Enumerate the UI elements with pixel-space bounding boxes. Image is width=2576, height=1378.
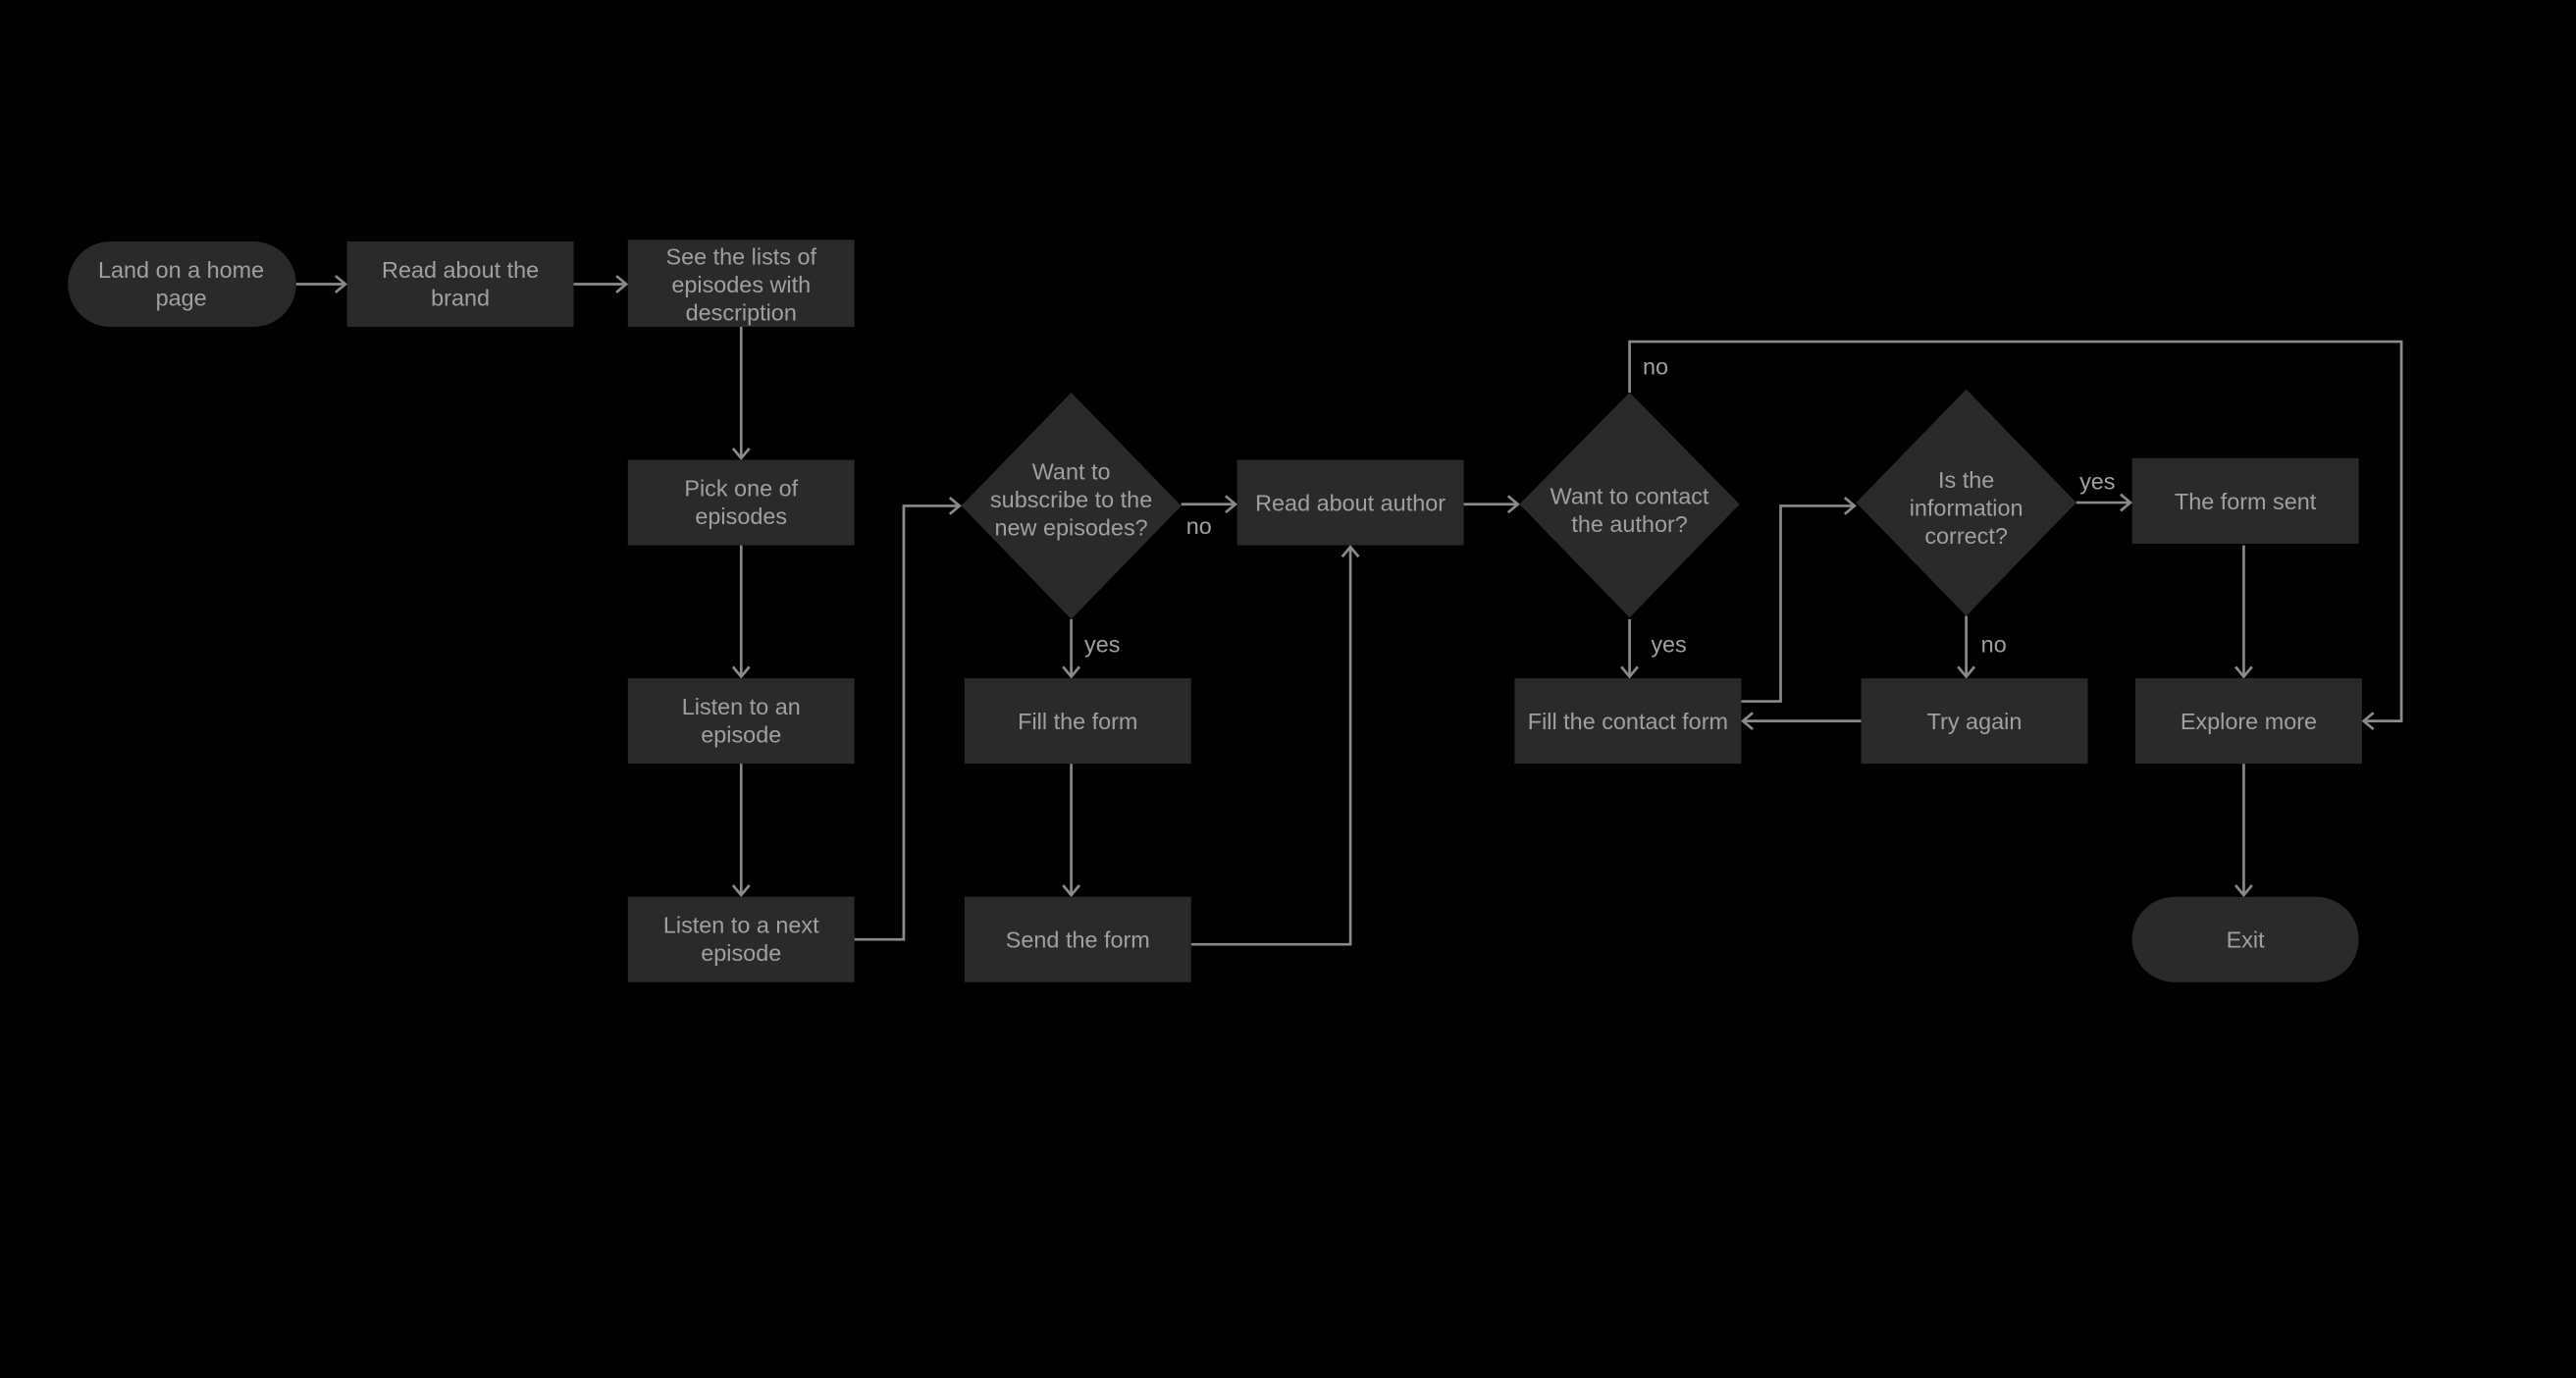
node-send-form[interactable]: Send the form bbox=[964, 896, 1191, 982]
node-label: Explore more bbox=[2181, 709, 2317, 734]
node-label: Want to bbox=[1032, 459, 1111, 485]
node-label: Read about the bbox=[382, 257, 539, 283]
node-label: the author? bbox=[1571, 511, 1687, 537]
node-label: page bbox=[156, 285, 207, 310]
node-label: Read about author bbox=[1255, 490, 1446, 515]
node-label: Is the bbox=[1938, 467, 1994, 493]
node-label: Land on a home bbox=[98, 257, 264, 283]
edge-label-correct-yes: yes bbox=[2079, 469, 2115, 495]
node-label: See the lists of bbox=[665, 243, 816, 269]
node-read-author[interactable]: Read about author bbox=[1236, 459, 1464, 546]
node-fill-contact-form[interactable]: Fill the contact form bbox=[1514, 678, 1742, 765]
node-label: Pick one of bbox=[684, 475, 798, 501]
edge-next-subscribe bbox=[854, 497, 962, 941]
node-label: Listen to a next bbox=[663, 913, 819, 938]
node-label: episode bbox=[701, 940, 781, 966]
edge-label-contact-no: no bbox=[1643, 354, 1668, 380]
node-label: correct? bbox=[1924, 523, 2008, 549]
node-form-sent[interactable]: The form sent bbox=[2131, 457, 2359, 544]
node-label: Fill the contact form bbox=[1528, 709, 1728, 734]
node-label: Exit bbox=[2227, 928, 2266, 953]
node-try-again[interactable]: Try again bbox=[1861, 678, 2088, 765]
edge-label-subscribe-no: no bbox=[1186, 513, 1212, 539]
edge-label-correct-no: no bbox=[1981, 631, 2007, 657]
node-label: information bbox=[1910, 495, 2024, 520]
node-label: Listen to an bbox=[682, 694, 801, 719]
node-label: new episodes? bbox=[995, 515, 1148, 541]
node-fill-form[interactable]: Fill the form bbox=[964, 678, 1191, 765]
edge-send-author bbox=[1190, 545, 1360, 946]
node-label: Fill the form bbox=[1018, 709, 1137, 734]
node-label: brand bbox=[431, 285, 490, 310]
node-label: Try again bbox=[1927, 709, 2023, 734]
node-label: Send the form bbox=[1006, 928, 1150, 953]
node-pick-episode[interactable]: Pick one of episodes bbox=[627, 459, 855, 546]
edge-contactform-correct bbox=[1741, 497, 1857, 703]
node-label: Want to contact bbox=[1551, 484, 1709, 509]
node-exit[interactable]: Exit bbox=[2131, 896, 2359, 982]
node-label: episodes bbox=[695, 504, 787, 529]
edge-contact-explore bbox=[1628, 340, 2403, 731]
node-label: The form sent bbox=[2175, 489, 2317, 514]
node-label: episodes with bbox=[671, 272, 811, 297]
edge-label-subscribe-yes: yes bbox=[1084, 631, 1120, 657]
connectors bbox=[295, 275, 2403, 946]
edge-label-contact-yes: yes bbox=[1651, 631, 1686, 657]
node-explore-more[interactable]: Explore more bbox=[2134, 678, 2362, 765]
node-label: description bbox=[686, 299, 797, 325]
node-label: subscribe to the bbox=[990, 487, 1152, 512]
node-label: episode bbox=[701, 721, 781, 747]
